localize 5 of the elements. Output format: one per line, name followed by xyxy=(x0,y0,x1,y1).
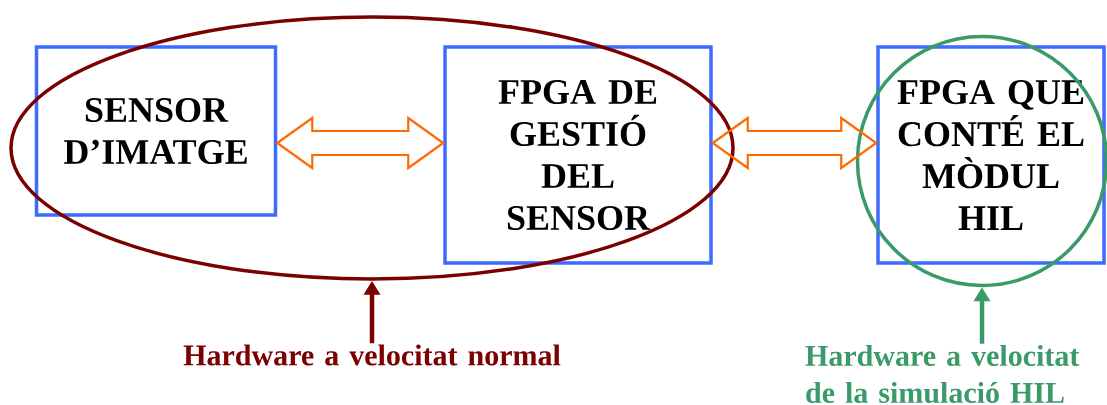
process-box: SENSOR D’IMATGE xyxy=(34,45,278,217)
circle-outline xyxy=(855,34,1107,288)
caption-text: Hardware a velocitat normal xyxy=(183,344,561,366)
ellipse-outline xyxy=(9,15,735,281)
caption-text: Hardware a velocitat de la simulació HIL xyxy=(805,344,1080,404)
